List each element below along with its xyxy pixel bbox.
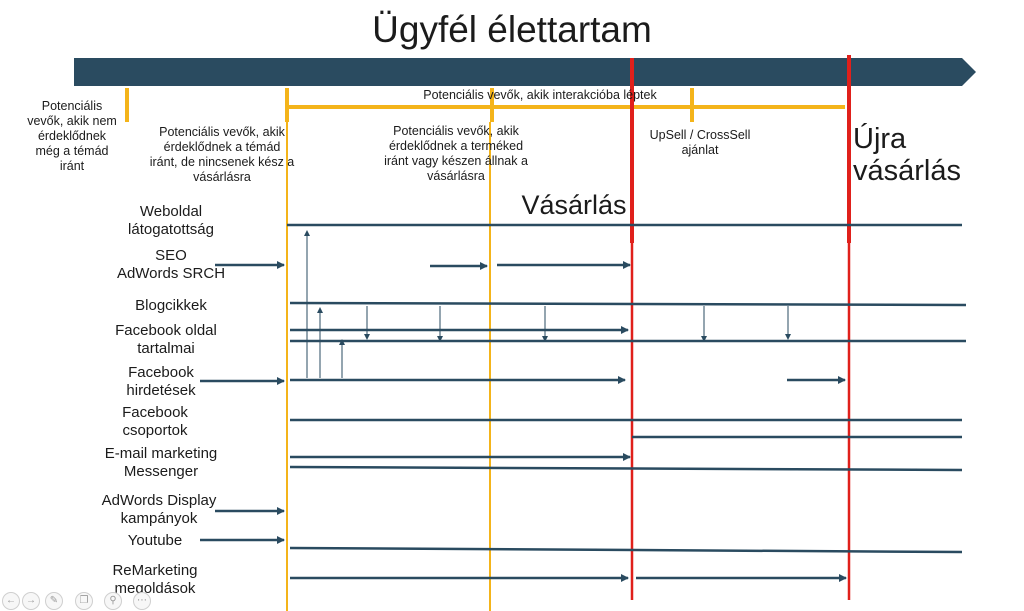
connector-arrows (304, 230, 791, 378)
row-label-fb-hird: Facebook hirdetések (126, 364, 196, 399)
viewer-toolbar: ← → ✎ ❐ ⚲ ⋯ (0, 590, 160, 611)
forward-icon[interactable]: → (22, 592, 40, 610)
label-repurchase: Újra vásárlás (853, 123, 961, 187)
row-label-display: AdWords Display kampányok (101, 492, 217, 527)
row-label-seo: SEO AdWords SRCH (116, 247, 226, 282)
more-icon[interactable]: ⋯ (133, 592, 151, 610)
line-blog (289, 301, 967, 307)
label-purchase: Vásárlás (521, 190, 627, 220)
label-interested-ready: Potenciális vevők, akik érdeklődnek a te… (384, 124, 528, 183)
line-email-b (289, 465, 963, 472)
label-interested-not-ready: Potenciális vevők, akik érdeklődnek a té… (149, 125, 295, 184)
search-icon[interactable]: ⚲ (104, 592, 122, 610)
row-label-fb-oldal: Facebook oldal tartalmai (115, 322, 217, 357)
row-label-blog: Blogcikkek (135, 297, 207, 314)
timeline-bar (74, 58, 976, 86)
row-label-email: E-mail marketing Messenger (104, 445, 218, 480)
row-label-fb-csop: Facebook csoportok (122, 404, 188, 439)
label-not-interested: Potenciális vevők, akik nem érdeklődnek … (27, 99, 117, 173)
pen-icon[interactable]: ✎ (45, 592, 63, 610)
row-label-weboldal: Weboldal látogatottság (128, 203, 214, 238)
row-label-remarketing: ReMarketing megoldások (112, 562, 198, 597)
label-top-bracket: Potenciális vevők, akik interakcióba lép… (423, 88, 657, 102)
copy-icon[interactable]: ❐ (75, 592, 93, 610)
label-upsell: UpSell / CrossSell ajánlat (649, 128, 751, 157)
line-youtube (289, 546, 963, 554)
row-lines (200, 223, 967, 582)
row-label-youtube: Youtube (127, 532, 183, 549)
back-icon[interactable]: ← (2, 592, 20, 610)
diagram-title: Ügyfél élettartam (372, 9, 652, 50)
